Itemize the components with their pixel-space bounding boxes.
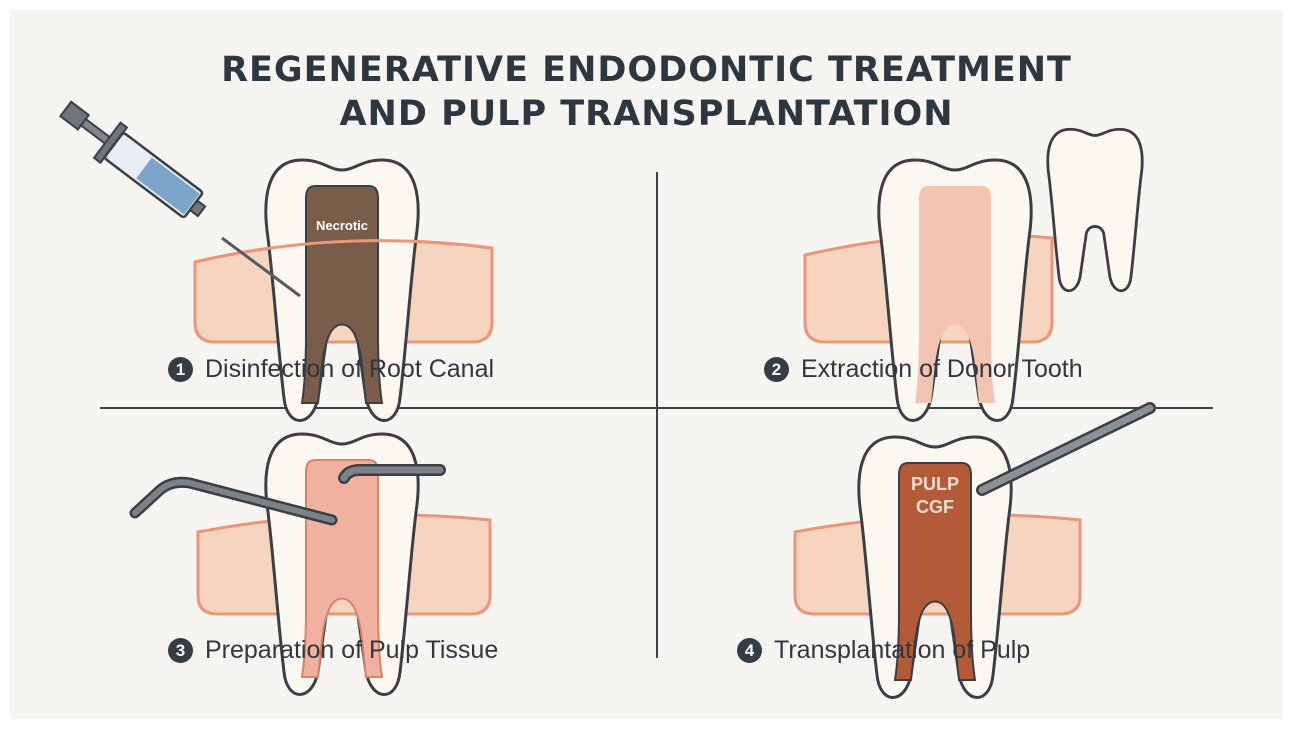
step-4-label: Transplantation of Pulp — [774, 636, 1030, 665]
step-1-label: Disinfection of Root Canal — [205, 355, 494, 384]
step-4-caption: 4 Transplantation of Pulp — [737, 636, 1030, 665]
transplant-instrument-icon — [982, 408, 1150, 490]
cgf-label: CGF — [895, 497, 975, 518]
step-2-badge: 2 — [764, 357, 789, 382]
step-3-caption: 3 Preparation of Pulp Tissue — [168, 636, 498, 665]
necrotic-label: Necrotic — [302, 218, 382, 233]
step-3-badge: 3 — [168, 638, 193, 663]
title-line-2: AND PULP TRANSPLANTATION — [0, 92, 1293, 136]
step-3-label: Preparation of Pulp Tissue — [205, 636, 498, 665]
step-4-badge: 4 — [737, 638, 762, 663]
step-1-badge: 1 — [168, 357, 193, 382]
title-line-1: REGENERATIVE ENDODONTIC TREATMENT — [0, 48, 1293, 92]
step-2-label: Extraction of Donor Tooth — [801, 355, 1083, 384]
step-1-caption: 1 Disinfection of Root Canal — [168, 355, 494, 384]
donor-tooth-icon — [1048, 129, 1142, 291]
page-title: REGENERATIVE ENDODONTIC TREATMENT AND PU… — [0, 48, 1293, 136]
step-2-caption: 2 Extraction of Donor Tooth — [764, 355, 1083, 384]
pulp-label: PULP — [895, 474, 975, 495]
